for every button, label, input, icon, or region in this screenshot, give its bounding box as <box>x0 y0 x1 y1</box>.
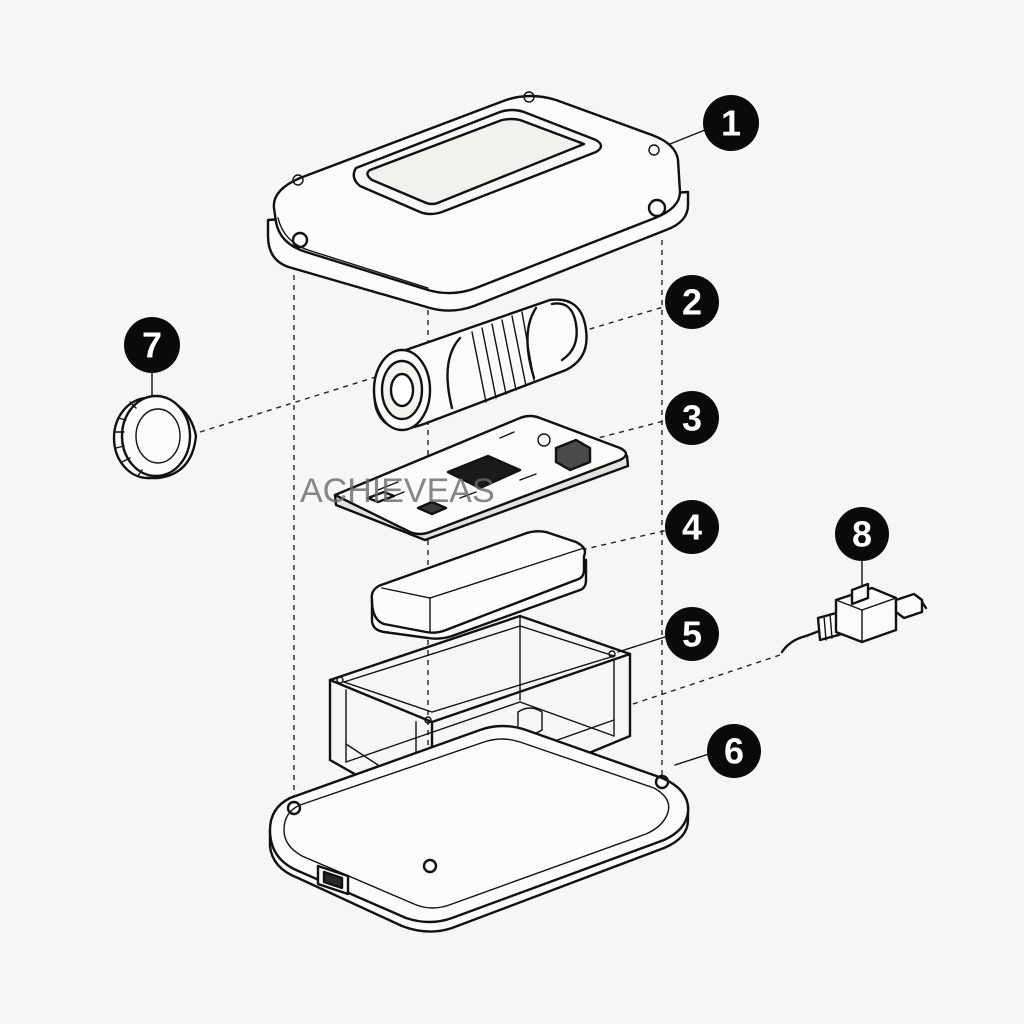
top-lid <box>266 91 690 312</box>
callout-badge-6: 6 <box>707 724 761 778</box>
lens-cap <box>112 394 198 480</box>
power-connector <box>780 582 928 654</box>
callout-label-3: 3 <box>682 398 702 439</box>
callout-badge-2: 2 <box>665 275 719 329</box>
callout-badge-8: 8 <box>835 507 889 561</box>
bottom-base <box>268 724 690 933</box>
lens-barrel <box>372 298 588 432</box>
callout-badge-7: 7 <box>124 317 180 373</box>
callout-label-4: 4 <box>682 507 702 548</box>
callout-badge-3: 3 <box>665 391 719 445</box>
callout-badge-1: 1 <box>703 95 759 151</box>
circuit-board <box>333 414 630 542</box>
callout-label-8: 8 <box>852 514 872 555</box>
callout-badge-5: 5 <box>665 607 719 661</box>
callout-badge-4: 4 <box>665 500 719 554</box>
callout-label-7: 7 <box>142 325 162 366</box>
callout-label-5: 5 <box>682 614 702 655</box>
battery-pack <box>370 530 588 640</box>
callout-label-1: 1 <box>721 103 741 144</box>
callout-label-6: 6 <box>724 731 744 772</box>
callout-label-2: 2 <box>682 282 702 323</box>
watermark-text: ACHIEVEAS <box>300 472 495 510</box>
